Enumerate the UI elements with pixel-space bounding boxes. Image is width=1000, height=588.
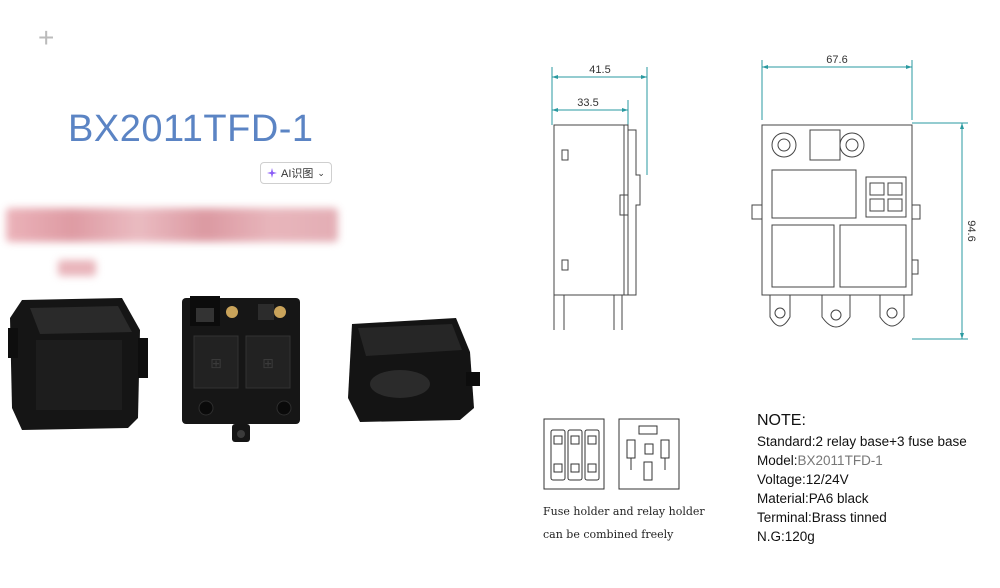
spec-notes: NOTE: Standard:2 relay base+3 fuse base … <box>757 412 967 546</box>
caption-line-1: Fuse holder and relay holder <box>543 505 705 518</box>
chevron-down-icon: ⌄ <box>317 167 325 178</box>
plus-icon[interactable]: + <box>38 22 55 53</box>
note-standard-label: Standard: <box>757 434 816 449</box>
ai-recognize-label: AI识图 <box>281 168 314 180</box>
note-material: Material:PA6 black <box>757 489 967 508</box>
blurred-subtitle <box>6 208 338 242</box>
note-terminal: Terminal:Brass tinned <box>757 508 967 527</box>
note-material-value: PA6 black <box>808 491 869 506</box>
svg-text:⊞: ⊞ <box>210 356 222 372</box>
note-standard: Standard:2 relay base+3 fuse base <box>757 432 967 451</box>
note-model: Model:BX2011TFD-1 <box>757 451 967 470</box>
note-voltage: Voltage:12/24V <box>757 470 967 489</box>
note-terminal-label: Terminal: <box>757 510 812 525</box>
note-weight: N.G:120g <box>757 527 967 546</box>
blurred-tag <box>58 260 96 276</box>
technical-drawing: 41.5 33.5 67.6 94.6 <box>551 55 977 340</box>
note-voltage-value: 12/24V <box>805 472 849 487</box>
note-weight-value: 120g <box>784 529 815 544</box>
dim-side-total: 41.5 <box>589 64 610 76</box>
svg-text:⊞: ⊞ <box>262 356 274 372</box>
ai-recognize-button[interactable]: AI识图 ⌄ <box>260 162 332 184</box>
product-title: BX2011TFD-1 <box>68 108 314 150</box>
dim-top-width: 67.6 <box>826 55 847 66</box>
note-model-value: BX2011TFD-1 <box>797 453 883 468</box>
note-model-label: Model: <box>757 453 798 468</box>
dim-height: 94.6 <box>965 220 977 241</box>
note-terminal-value: Brass tinned <box>811 510 887 525</box>
note-material-label: Material: <box>757 491 809 506</box>
sparkle-icon <box>267 168 277 178</box>
note-title: NOTE: <box>757 412 806 429</box>
pinout-diagram <box>543 418 680 490</box>
note-voltage-label: Voltage: <box>757 472 806 487</box>
dim-side-inner: 33.5 <box>577 97 598 109</box>
caption-line-2: can be combined freely <box>543 528 674 541</box>
product-photo: ⊞ ⊞ <box>8 296 480 442</box>
note-weight-label: N.G: <box>757 529 785 544</box>
note-standard-value: 2 relay base+3 fuse base <box>815 434 967 449</box>
